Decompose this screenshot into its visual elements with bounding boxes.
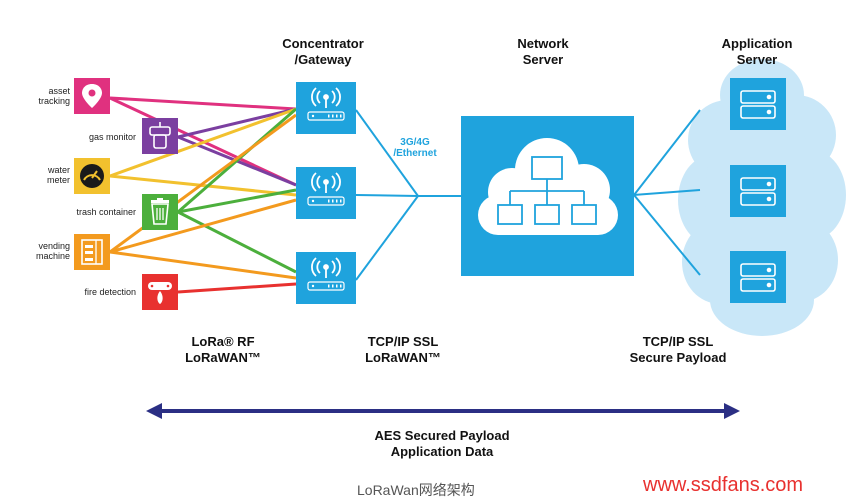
gateway-header: Concentrator /Gateway [282,36,364,67]
figure-caption: LoRaWan网络架构 [357,482,475,498]
aes-arrow [146,403,740,419]
link-vending-gw2 [109,198,297,254]
network-server [461,116,634,276]
trash-icon [142,194,178,230]
link-water-gw2 [109,174,297,197]
server-icon [740,90,776,119]
server-icon [740,177,776,206]
tcp-lorawan-label: TCP/IP SSL LoRaWAN™ [365,334,441,365]
device-label-gas: gas monitor [88,132,136,142]
backhaul-gw2 [355,194,419,197]
gateway-1 [296,82,356,134]
app-server-2 [730,165,786,217]
app-link-1 [633,109,701,196]
backhaul-links [355,109,461,281]
rf-links [109,96,297,294]
link-trash-gw2 [177,188,297,214]
link-vending-gw3 [109,250,297,280]
antenna-icon [311,172,341,193]
backhaul-label: 3G/4G /Ethernet [393,137,437,159]
server-icon [740,263,776,292]
link-fire-gw3 [177,282,297,294]
gauge-icon [74,158,110,194]
cloud-icon [478,138,618,235]
app-link-3 [633,194,701,276]
link-trash-gw1 [177,107,297,214]
gas-icon [142,118,178,154]
app-links [633,109,701,276]
network-server-header: Network Server [517,36,569,67]
device-label-trash: trash container [76,207,136,217]
link-water-gw1 [109,107,297,178]
link-trash-gw3 [177,210,297,274]
device-label-vending: vending machine [35,241,70,261]
aes-payload-label: AES Secured Payload Application Data [374,428,510,459]
app-server-3 [730,251,786,303]
device-label-fire: fire detection [84,287,136,297]
map-pin-icon [74,78,110,114]
antenna-icon [311,257,341,278]
rf-protocol-label: LoRa® RF LoRaWAN™ [185,334,261,365]
arrow-left-icon [146,403,162,419]
vending-icon [74,234,110,270]
watermark: www.ssdfans.com [643,474,804,496]
link-vending-gw1 [109,113,297,254]
backhaul-gw3 [355,195,419,281]
link-gas-gw1 [177,107,297,139]
device-label-water: water meter [46,165,70,185]
fire-icon [142,274,178,310]
hierarchy-icon [497,156,597,225]
app-server-1 [730,78,786,130]
gateway-3 [296,252,356,304]
app-server-header: Application Server [721,36,793,67]
tcp-secure-label: TCP/IP SSL Secure Payload [629,334,727,365]
app-link-2 [633,189,701,196]
arrow-right-icon [724,403,740,419]
link-asset-gw1 [109,96,297,111]
antenna-icon [311,87,341,108]
gateway-2 [296,167,356,219]
device-label-asset: asset tracking [38,86,70,106]
backhaul-gw1 [355,109,419,197]
